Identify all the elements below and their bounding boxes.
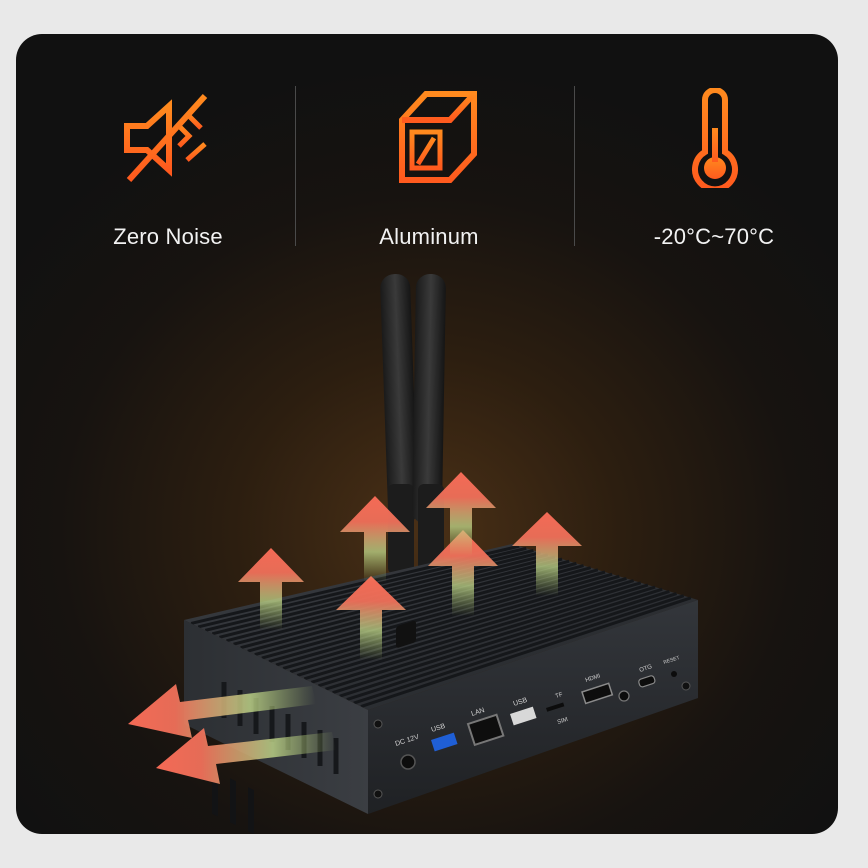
hdmi-port — [581, 682, 614, 705]
port-label-sim: SIM — [557, 717, 569, 726]
lan-port — [466, 713, 505, 747]
port-label-lan: LAN — [470, 707, 485, 718]
device-front — [368, 600, 698, 814]
airflow-arrows — [128, 684, 336, 784]
mini-pc-illustration: DC 12V USB LAN USB TF SIM HDMI OTG — [128, 273, 698, 834]
usb2-port — [510, 706, 537, 726]
feature-label: Zero Noise — [113, 224, 223, 249]
port-label-otg: OTG — [639, 664, 654, 674]
port-panel: DC 12V USB LAN USB TF SIM HDMI OTG — [373, 620, 691, 799]
otg-port — [638, 675, 656, 688]
port-label-tf: TF — [555, 692, 564, 700]
port-label-reset: RESET — [663, 655, 681, 666]
port-label-usb2: USB — [512, 697, 528, 708]
thermometer-icon — [669, 88, 738, 188]
heat-arrows — [238, 472, 582, 660]
tf-slot — [546, 702, 565, 712]
audio-jack — [618, 690, 630, 702]
aluminum-profile-icon — [399, 91, 477, 183]
product-card: Zero Noise Aluminum — [16, 34, 838, 834]
feature-aluminum: Aluminum — [329, 88, 529, 250]
port-label-usb3: USB — [430, 723, 446, 734]
feature-zero-noise: Zero Noise — [68, 88, 268, 250]
feature-temperature: -20°C~70°C — [614, 88, 814, 250]
mute-speaker-icon — [124, 93, 208, 183]
usb3-port — [431, 732, 458, 752]
port-label-hdmi: HDMI — [585, 673, 602, 684]
divider — [574, 86, 575, 246]
feature-label: Aluminum — [379, 224, 479, 249]
reset-button — [671, 671, 677, 677]
antenna-right — [411, 273, 446, 574]
feature-label: -20°C~70°C — [653, 224, 775, 249]
divider — [295, 86, 296, 246]
dc-jack — [400, 754, 416, 770]
